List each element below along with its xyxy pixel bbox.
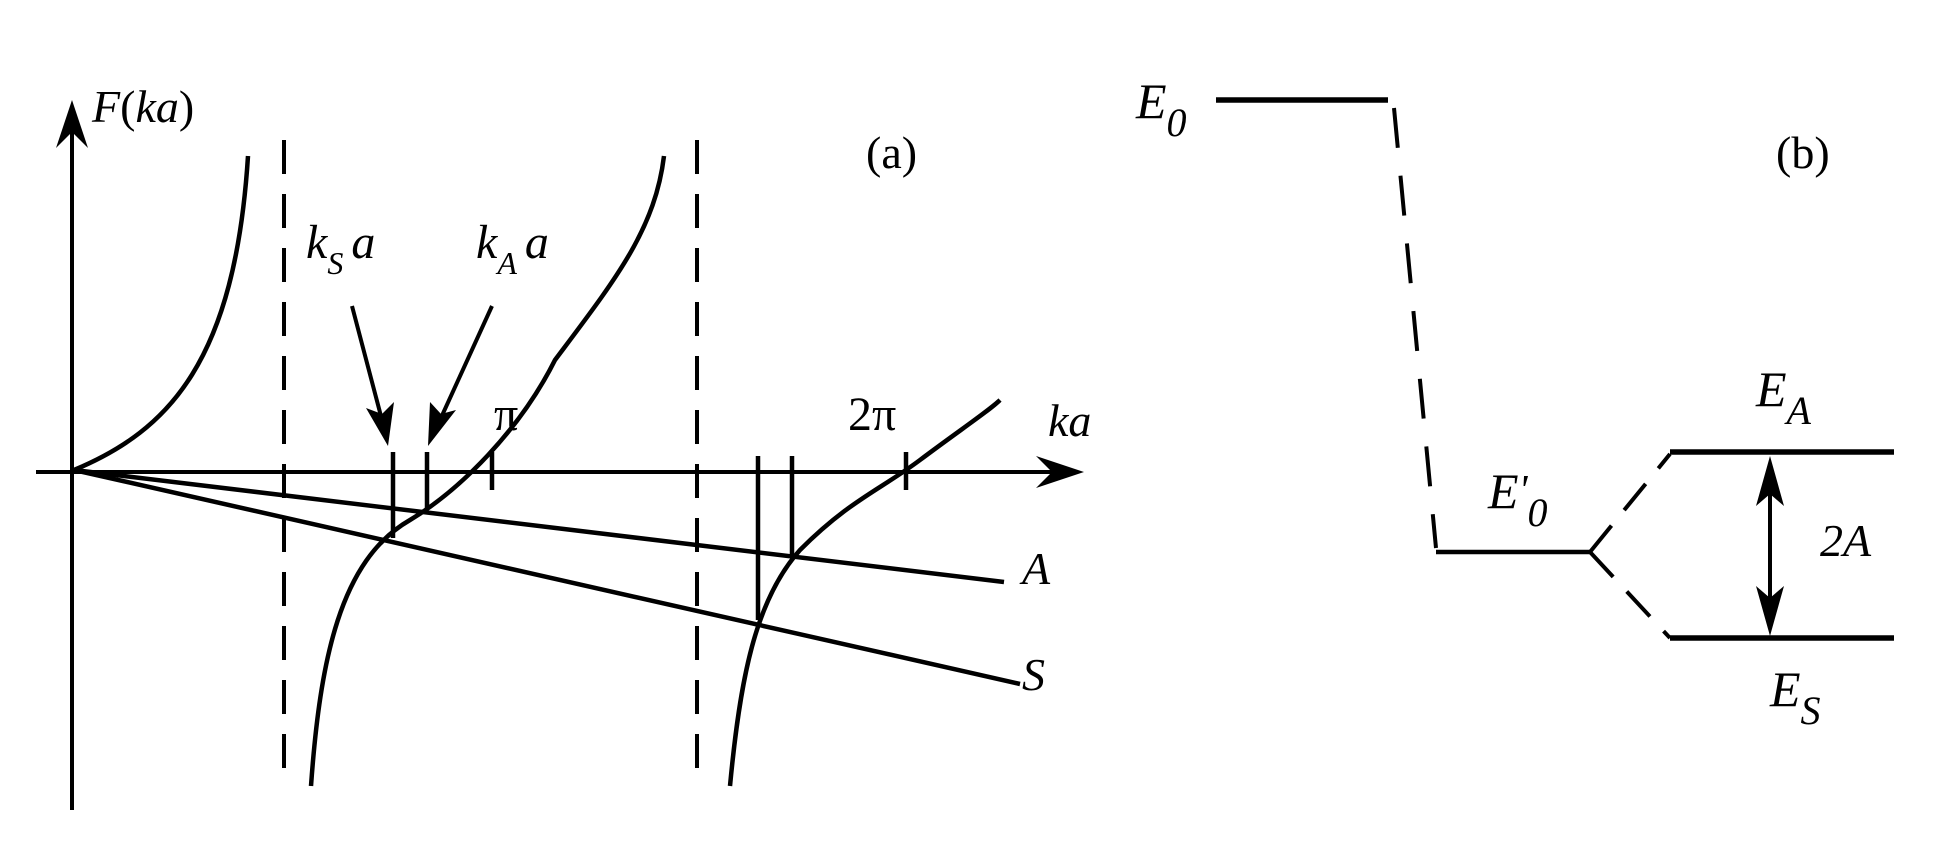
line-A-label: A [1019,543,1051,594]
E0-label: E0 [1135,73,1187,145]
ES-label: ES [1769,661,1821,733]
ka-arrowhead [428,402,456,446]
E0-to-E0prime-connector [1392,107,1438,549]
splitting-arrowhead-top [1756,456,1784,506]
splitting-label: 2A [1820,515,1872,566]
panel-b-label: (b) [1776,127,1830,178]
tick-2pi-label: 2π [848,388,896,441]
panel-a: F(ka) ka (a) A S π 2π [36,81,1091,810]
EA-label: EA [1755,361,1812,433]
ka-arrow [438,305,494,421]
panel-a-label: (a) [866,127,917,178]
splitting-arrowhead-bottom [1756,586,1784,636]
line-A [73,467,1005,585]
y-axis-arrowhead [56,100,88,148]
line-S-label: S [1022,649,1045,700]
y-axis-label: F(ka) [91,81,194,132]
line-S [73,467,1021,687]
tick-pi-label: π [494,388,518,441]
x-axis-label: ka [1048,395,1091,446]
branch-curve-2 [308,155,667,787]
panel-b: (b) E0 E'0 EA ES 2A [1135,73,1894,733]
x-axis-arrowhead [1036,456,1084,488]
E0prime-label: E'0 [1487,463,1548,535]
ks-arrow [350,305,384,421]
split-connector-up [1588,452,1672,554]
ks-arrowhead [366,402,394,446]
branch-curve-1 [73,155,251,473]
branch-curve-3 [727,398,1002,787]
split-connector-down [1588,550,1672,640]
